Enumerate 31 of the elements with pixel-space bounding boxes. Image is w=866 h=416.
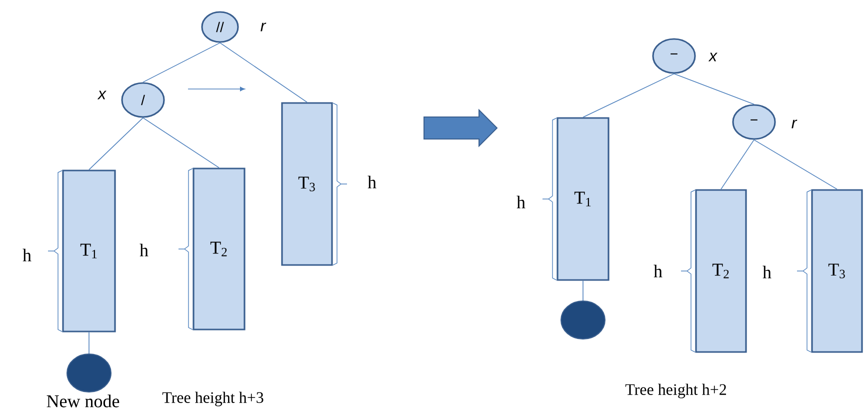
height-label: h [654,264,662,278]
node-label: x [97,90,106,100]
subtree-box: T$_{3}$ [811,189,863,353]
node-label: x [708,52,718,62]
subtree-box: T$_{1}$ [62,170,116,332]
node-label: r [792,120,798,128]
height-label: h [516,196,526,208]
edge-line [720,139,754,190]
height-label: h [762,266,772,278]
new-node-circle [66,354,112,392]
subtree-box: T$_{3}$ [281,102,333,266]
edge-line [582,280,584,301]
edge-line [582,73,674,118]
edge-line [88,332,90,354]
edge-line [220,42,308,103]
caption: Tree height h+3 [162,392,264,406]
new-node-circle [560,300,606,340]
subtree-box: T$_{1}$ [556,117,610,281]
edge-line [754,139,838,190]
height-label: h [140,244,148,256]
subtree-box: T$_{2}$ [192,168,246,330]
edge-line [142,117,220,168]
caption: Tree height h+2 [625,384,726,398]
subtree-box: T$_{2}$ [695,189,747,353]
edge-line [88,117,144,170]
edge-line [142,42,220,83]
height-label: h [22,248,32,262]
height-label: h [368,176,376,188]
node-label: r [260,22,266,32]
edge-line [674,73,754,105]
node-caption: New node [46,394,120,408]
